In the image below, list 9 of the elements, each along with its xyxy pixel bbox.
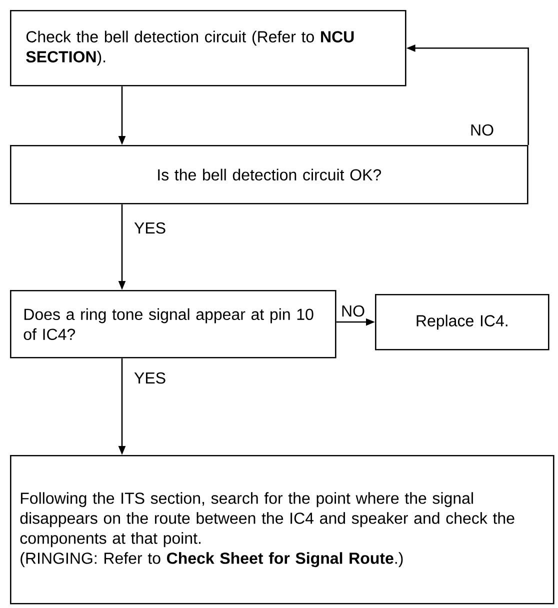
process-box: Replace IC4. [375, 294, 550, 350]
edge-label: NO [340, 304, 366, 318]
edge-label: YES [133, 221, 167, 235]
process-box: Is the bell detection circuit OK? [10, 145, 528, 204]
process-box: Following the ITS section, search for the point where the signal disappears on the route between the IC4 and speaker and check the components at that point. (RINGING: Refer to Check Sheet for Signal Route.) [10, 455, 554, 604]
process-box: Does a ring tone signal appear at pin 10 of IC4? [10, 290, 336, 358]
edge-label: NO [469, 123, 495, 137]
edge-label: YES [133, 371, 167, 385]
process-box: Check the bell detection circuit (Refer to NCU SECTION). [10, 10, 406, 86]
